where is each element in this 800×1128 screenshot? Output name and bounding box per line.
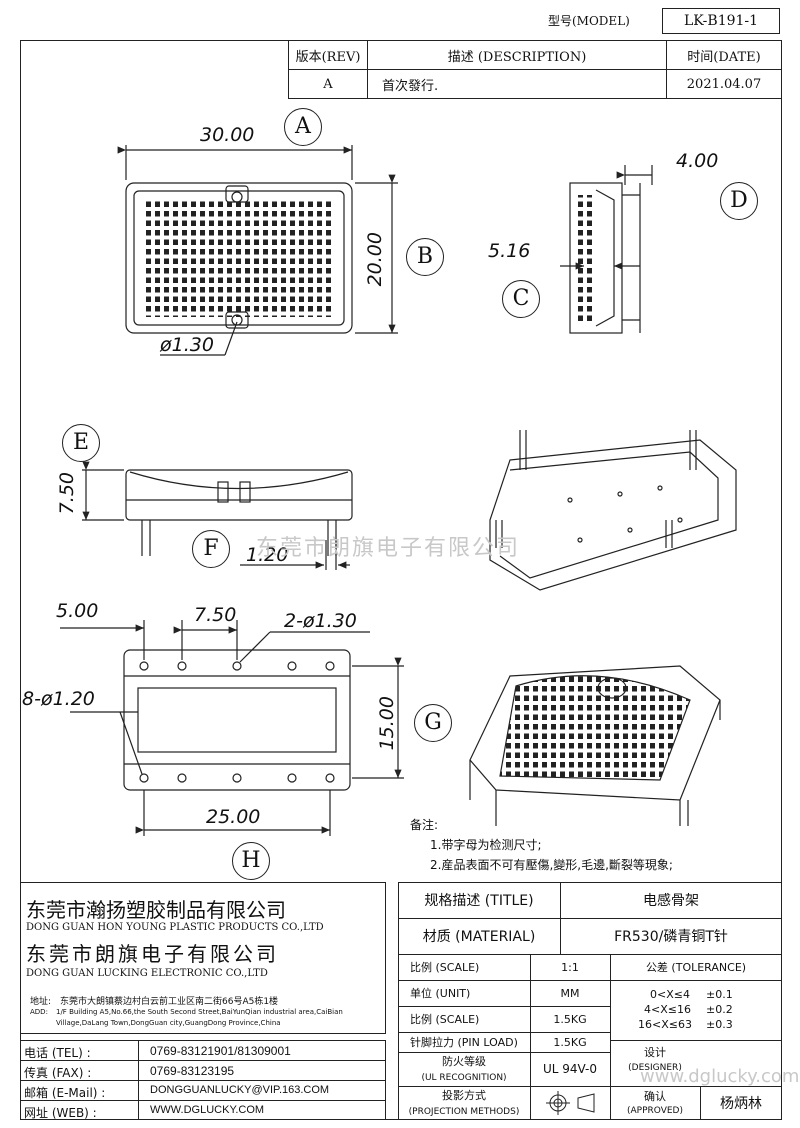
address-label: 地址: [30,997,52,1007]
side-view [560,165,653,334]
scale2-value: 1.5KG [553,1012,587,1026]
label-e: E [62,424,100,462]
company-name2-en: DONG GUAN LUCKING ELECTRONIC CO.,LTD [26,968,268,979]
dim-side-top: 4.00 [676,150,719,172]
company-name2: 东莞市朗旗电子有限公司 [26,942,279,966]
date-value: 2021.04.07 [666,69,782,99]
dim-holes-side: 8-ø1.20 [22,688,95,710]
rev-header: 版本(REV) [288,40,368,70]
label-g: G [414,704,452,742]
dim-height: 20.00 [364,232,386,287]
contact-tel-value: 0769-83121901/81309001 [150,1044,291,1058]
contact-web-label: 网址 (WEB) : [24,1106,97,1120]
tolerance-label: 公差 (TOLERANCE) [645,961,747,974]
unit-value: MM [560,986,580,1000]
technical-drawing [60,145,737,836]
proj-label2: (PROJECTION METHODS) [408,1106,520,1117]
label-b: B [406,238,444,276]
material-label: 材质 (MATERIAL) [422,929,536,945]
approved-label1: 确认 [644,1089,666,1103]
watermark: 东莞市朗旗电子有限公司 [256,536,521,561]
address-cn: 东莞市大朗镇蔡边村白云前工业区南二街66号A5栋1楼 [60,997,279,1007]
dim-pitch-start: 5.00 [56,600,99,622]
scale-value: 1:1 [561,960,579,974]
dim-width: 30.00 [200,124,255,146]
company-name1: 东莞市瀚扬塑胶制品有限公司 [26,898,286,922]
label-c: C [502,280,540,318]
contact-web-value[interactable]: WWW.DGLUCKY.COM [150,1104,265,1116]
company-block [20,882,386,1034]
tol2: 4<X≤16 [644,1003,691,1016]
approver-name: 杨炳林 [720,1096,762,1112]
unit-label: 单位 (UNIT) [410,987,471,1000]
site-watermark: www.dglucky.com [640,1066,800,1087]
label-h: H [232,842,270,880]
label-d: D [720,182,758,220]
model-value: LK-B191-1 [662,8,780,34]
material-value: FR530/磷青铜T针 [614,929,728,945]
label-f: F [192,530,230,568]
tol3-value: ±0.3 [706,1018,733,1031]
designer-label1: 设计 [644,1046,666,1059]
date-header: 时间(DATE) [666,40,782,70]
tol3: 16<X≤63 [638,1018,692,1031]
iso-view-bottom [469,665,721,826]
notes-line1: 1.带字母为检测尺寸; [430,838,542,852]
fire-label2: (UL RECOGNITION) [421,1072,507,1083]
fire-label1: 防火等级 [442,1054,486,1068]
scale-label: 比例 (SCALE) [410,961,480,974]
model-label: 型号(MODEL) [548,14,630,28]
iso-view-top [489,430,737,591]
dim-bottom-width: 25.00 [206,806,261,828]
company-name1-en: DONG GUAN HON YOUNG PLASTIC PRODUCTS CO.… [26,922,324,933]
bottom-view [60,620,404,836]
contact-fax-value: 0769-83123195 [150,1064,235,1078]
top-view [117,145,398,356]
dim-side-mid: 5.16 [488,240,531,262]
revision-table: 版本(REV) 描述 (DESCRIPTION) 时间(DATE) A 首次發行… [288,40,782,99]
dim-pitch: 7.50 [194,604,237,626]
contact-email-value[interactable]: DONGGUANLUCKY@VIP.163.COM [150,1084,330,1096]
label-a: A [284,108,322,146]
contact-email-label: 邮箱 (E-Mail) : [24,1086,106,1100]
pin-value: 1.5KG [553,1035,587,1049]
address-en-line2: Village,DaLang Town,DongGuan city,GuangD… [56,1019,281,1027]
proj-label1: 投影方式 [442,1088,486,1102]
approved-label2: (APPROVED) [627,1105,683,1116]
designer-label2: (DESIGNER) [628,1063,682,1073]
notes-title: 备注: [410,818,439,832]
notes-line2: 2.産品表面不可有壓傷,變形,毛邊,斷裂等現象; [430,858,673,872]
projection-symbol-icon [546,1091,595,1115]
dim-hole-dia: ø1.30 [160,334,214,356]
contact-tel-label: 电话 (TEL) : [24,1046,91,1060]
dim-bottom-height: 15.00 [376,696,398,751]
address-en-label: ADD: [30,1008,48,1016]
scale2-label: 比例 (SCALE) [410,1013,480,1026]
title-label: 规格描述 (TITLE) [424,893,534,909]
dim-pin-width: 1.20 [246,544,289,566]
front-view [82,461,353,570]
tol1-value: ±0.1 [706,988,733,1001]
desc-value: 首次發行. [367,69,667,99]
dim-front-height: 7.50 [56,472,78,515]
title-block [398,882,782,1120]
title-value: 电感骨架 [643,893,699,909]
contact-fax-label: 传真 (FAX) : [24,1066,92,1080]
tol2-value: ±0.2 [706,1003,733,1016]
address-en-line1: 1/F Building A5,No.66,the South Second S… [56,1008,343,1016]
dim-holes-top: 2-ø1.30 [284,610,357,632]
fire-value: UL 94V-0 [542,1062,598,1076]
pin-label: 针脚拉力 (PIN LOAD) [410,1036,518,1049]
tol1: 0<X≤4 [650,988,690,1001]
